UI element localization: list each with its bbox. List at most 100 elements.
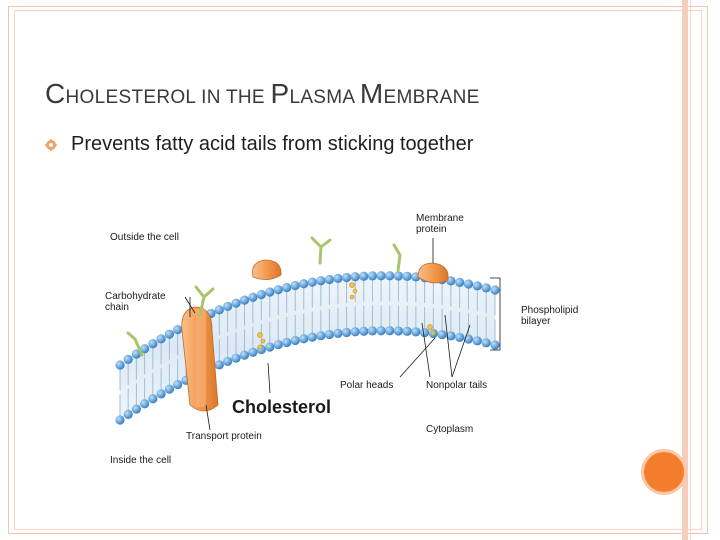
polar-head xyxy=(164,384,174,394)
polar-head xyxy=(437,330,447,340)
membrane-diagram: Outside the cell Membrane protein Carboh… xyxy=(100,205,605,475)
polar-head xyxy=(463,279,474,289)
polar-head xyxy=(164,329,174,339)
polar-head xyxy=(367,326,378,336)
polar-head xyxy=(140,399,150,409)
polar-head xyxy=(341,272,352,283)
polar-head xyxy=(472,336,482,346)
polar-head xyxy=(256,289,266,300)
polar-head xyxy=(316,331,326,341)
decorative-circle xyxy=(641,449,687,495)
bullet-text: Prevents fatty acid tails from sticking … xyxy=(71,133,474,155)
label-cytoplasm: Cytoplasm xyxy=(426,424,474,435)
cholesterol-molecules xyxy=(257,282,436,350)
polar-head xyxy=(393,326,404,336)
polar-head xyxy=(115,415,125,425)
polar-head xyxy=(273,340,283,350)
polar-head xyxy=(376,271,386,281)
polar-head xyxy=(455,277,465,287)
gear-bullet-icon xyxy=(45,138,57,151)
polar-head xyxy=(214,305,224,315)
polar-head xyxy=(307,277,317,287)
polar-head xyxy=(376,326,386,336)
slide-title: CHOLESTEROL IN THE PLASMA MEMBRANE xyxy=(45,78,480,109)
membrane-protein-shape-left xyxy=(252,259,282,280)
polar-head xyxy=(248,347,258,357)
polar-head xyxy=(131,404,141,414)
polar-head xyxy=(419,328,430,338)
polar-head xyxy=(402,326,412,336)
polar-head xyxy=(290,280,300,291)
polar-head xyxy=(446,276,456,286)
polar-head xyxy=(123,409,133,420)
polar-head xyxy=(299,279,309,289)
polar-head xyxy=(115,360,125,370)
polar-head xyxy=(481,283,491,293)
polar-head xyxy=(402,271,412,281)
polar-head xyxy=(333,273,343,283)
polar-head xyxy=(324,329,334,340)
label-outside-cell: Outside the cell xyxy=(110,232,179,243)
right-decoration-bar xyxy=(682,0,688,540)
polar-head xyxy=(290,335,300,346)
polar-head xyxy=(173,325,183,335)
polar-head xyxy=(148,339,158,349)
label-nonpolar-tails: Nonpolar tails xyxy=(426,380,488,391)
polar-head xyxy=(223,301,233,312)
leader-lines xyxy=(184,238,501,431)
polar-head xyxy=(282,337,292,348)
polar-head xyxy=(367,271,378,281)
polar-head xyxy=(248,292,258,302)
polar-head xyxy=(350,272,360,282)
polar-head xyxy=(148,394,158,404)
polar-head xyxy=(156,389,166,399)
membrane-protein-shape-right xyxy=(417,262,449,284)
polar-head xyxy=(359,326,369,336)
bullet-item: Prevents fatty acid tails from sticking … xyxy=(45,133,473,156)
label-carbohydrate-chain: Carbohydrate chain xyxy=(105,291,166,313)
polar-head xyxy=(411,327,421,337)
polar-head xyxy=(490,340,500,350)
polar-head xyxy=(481,338,491,348)
polar-head xyxy=(324,274,334,285)
label-transport-protein: Transport protein xyxy=(186,431,262,442)
polar-head xyxy=(231,298,241,308)
polar-head xyxy=(307,332,317,342)
polar-head xyxy=(265,342,275,352)
polar-head xyxy=(350,327,360,337)
polar-head xyxy=(446,331,456,341)
label-membrane-protein: Membrane protein xyxy=(416,213,464,235)
label-phospholipid-bilayer: Phospholipid bilayer xyxy=(521,305,579,327)
slide-frame-outer xyxy=(8,6,708,534)
polar-head xyxy=(385,326,395,336)
polar-head xyxy=(393,271,404,281)
polar-head xyxy=(123,354,133,365)
polar-head xyxy=(140,344,150,354)
polar-head xyxy=(316,276,326,286)
polar-head xyxy=(231,353,241,363)
slide-frame-inner xyxy=(14,10,702,530)
polar-head xyxy=(239,350,250,360)
polar-head xyxy=(490,285,500,295)
polar-head xyxy=(156,334,166,344)
polar-head xyxy=(455,332,465,342)
polar-head xyxy=(214,360,224,370)
carbohydrate-chains xyxy=(126,236,402,357)
polar-head xyxy=(385,271,395,281)
polar-head xyxy=(282,282,292,293)
label-polar-heads: Polar heads xyxy=(340,380,394,391)
polar-head xyxy=(333,328,343,338)
polar-head xyxy=(239,295,250,305)
polar-head xyxy=(223,356,233,367)
label-inside-cell: Inside the cell xyxy=(110,455,172,466)
label-cholesterol: Cholesterol xyxy=(232,397,332,417)
polar-head xyxy=(299,334,309,344)
membrane-illustration xyxy=(115,236,501,431)
polar-head xyxy=(173,380,183,390)
polar-head xyxy=(273,285,283,295)
polar-head xyxy=(359,271,369,281)
polar-head xyxy=(341,327,352,338)
polar-head xyxy=(265,287,275,297)
polar-head xyxy=(131,349,141,359)
right-decoration-line xyxy=(690,0,691,540)
